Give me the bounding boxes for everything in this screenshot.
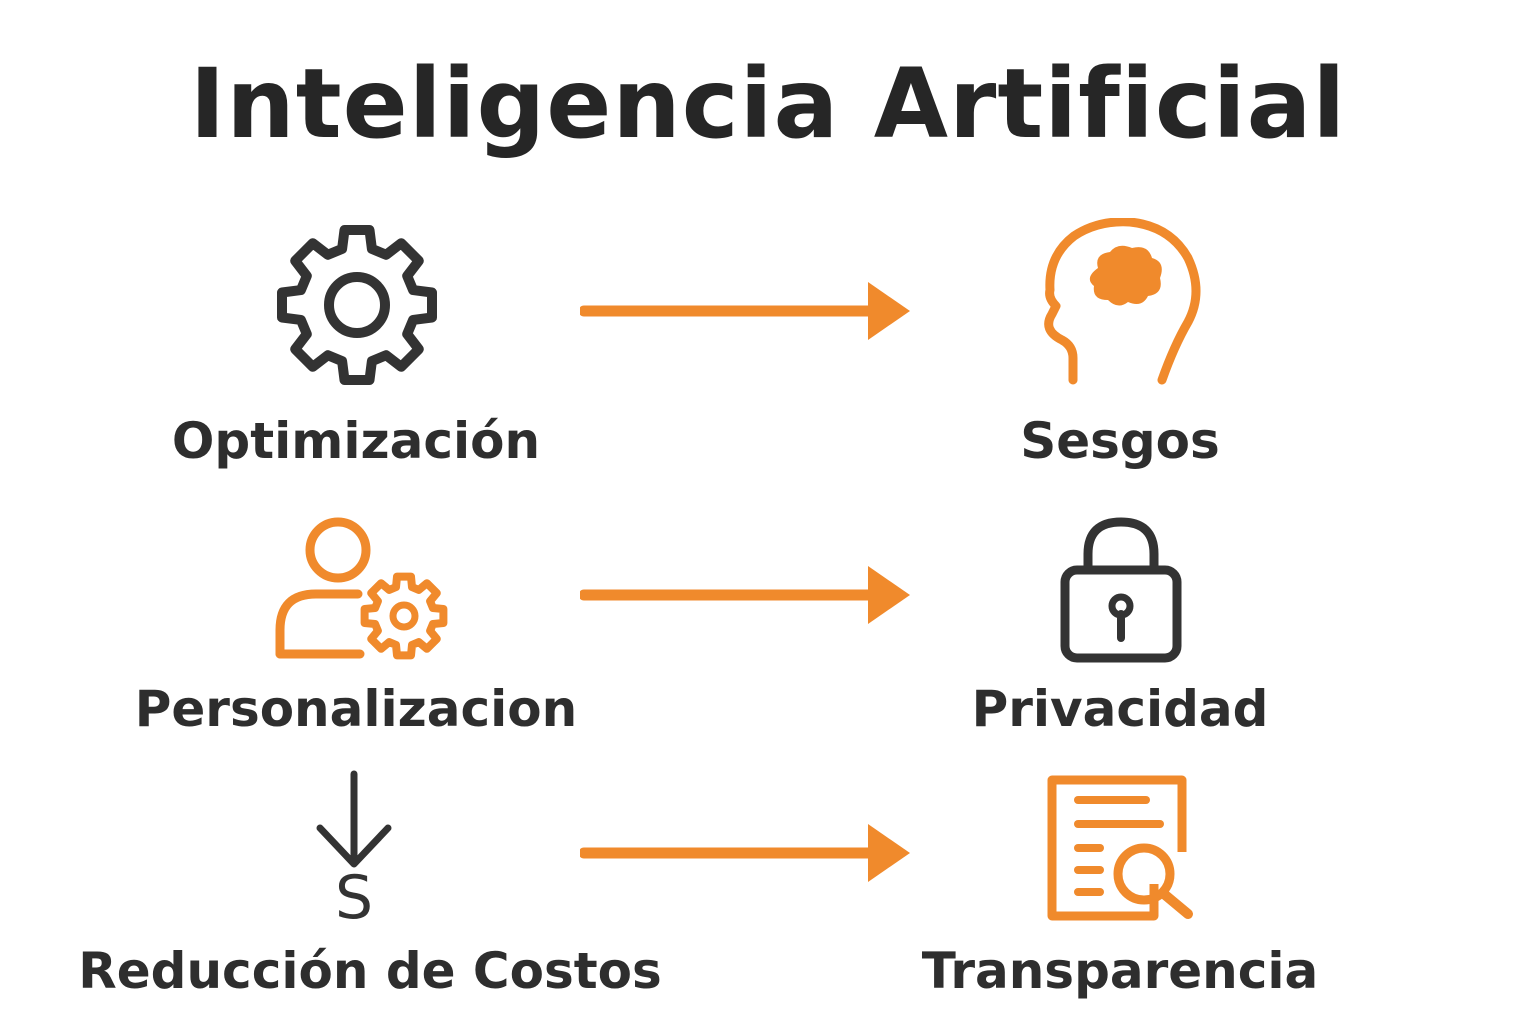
user-gear-icon — [275, 517, 448, 660]
head-brain-icon — [1044, 218, 1201, 385]
down-arrow-dollar-icon: S — [316, 770, 392, 924]
arrow-right-3 — [580, 824, 910, 882]
page-title: Inteligencia Artificial — [189, 48, 1347, 160]
label-optimizacion: Optimización — [171, 412, 541, 470]
arrow-right-2 — [580, 566, 910, 624]
label-reduccion-costos: Reducción de Costos — [78, 942, 662, 1000]
label-privacidad: Privacidad — [971, 680, 1269, 738]
label-transparencia: Transparencia — [921, 942, 1319, 1000]
padlock-icon — [1060, 517, 1182, 663]
label-sesgos: Sesgos — [1020, 412, 1220, 470]
document-search-icon — [1047, 775, 1193, 921]
label-personalizacion: Personalizacion — [134, 680, 578, 738]
dollar-glyph: S — [335, 863, 373, 924]
arrow-right-1 — [580, 282, 910, 340]
gear-icon — [277, 225, 437, 385]
